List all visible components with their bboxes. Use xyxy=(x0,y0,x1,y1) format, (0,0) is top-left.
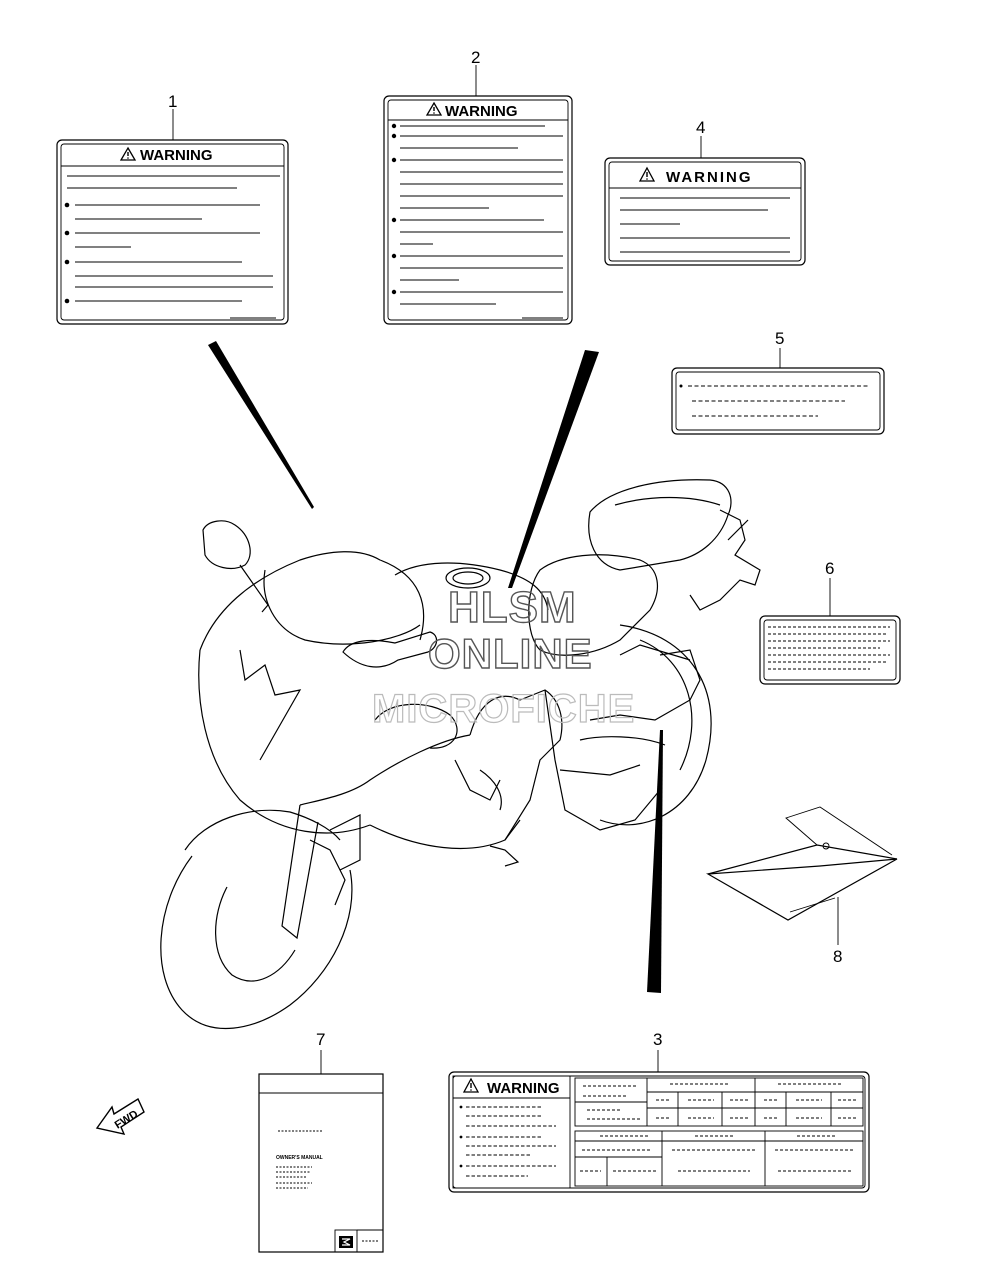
callout-3: 3 xyxy=(653,1030,662,1049)
warning-triangle-icon xyxy=(119,146,137,161)
callout-4: 4 xyxy=(696,118,705,137)
manual-title-text: OWNER'S MANUAL xyxy=(276,1155,323,1161)
label-5[interactable] xyxy=(671,367,885,435)
watermark: HLSM ONLINE MICROFICHE xyxy=(371,582,635,731)
callout-7: 7 xyxy=(316,1030,325,1049)
warning-triangle-icon xyxy=(638,166,656,182)
warning-label-text: WARNING xyxy=(140,147,213,164)
callout-5: 5 xyxy=(775,329,784,348)
item-8-bag[interactable] xyxy=(705,806,898,921)
label-1-warning[interactable]: WARNING xyxy=(56,139,289,325)
callout-1: 1 xyxy=(168,92,177,111)
warning-label-text: WARNING xyxy=(445,103,518,120)
item-7-owners-manual[interactable]: OWNER'S MANUAL xyxy=(258,1073,384,1253)
motorcycle-outline xyxy=(160,479,761,1030)
callout-8: 8 xyxy=(833,947,842,966)
pointer-wedges xyxy=(208,341,663,993)
brand-emblem-icon xyxy=(339,1236,353,1248)
warning-label-text: WARNING xyxy=(487,1080,560,1097)
fwd-arrow-icon: FWD xyxy=(95,1097,145,1135)
watermark-line3: MICROFICHE xyxy=(372,687,635,731)
warning-triangle-icon xyxy=(462,1077,480,1093)
label-6[interactable] xyxy=(759,615,901,685)
watermark-line2: ONLINE xyxy=(428,630,593,677)
watermark-line1: HLSM xyxy=(448,583,577,632)
warning-triangle-icon xyxy=(425,101,443,116)
label-3-warning-table[interactable]: WARNING xyxy=(448,1071,870,1193)
label-2-warning[interactable]: WARNING xyxy=(383,95,573,325)
callout-6: 6 xyxy=(825,559,834,578)
callout-2: 2 xyxy=(471,48,480,67)
warning-label-text: WARNING xyxy=(666,169,753,186)
label-4-warning[interactable]: WARNING xyxy=(604,157,806,266)
